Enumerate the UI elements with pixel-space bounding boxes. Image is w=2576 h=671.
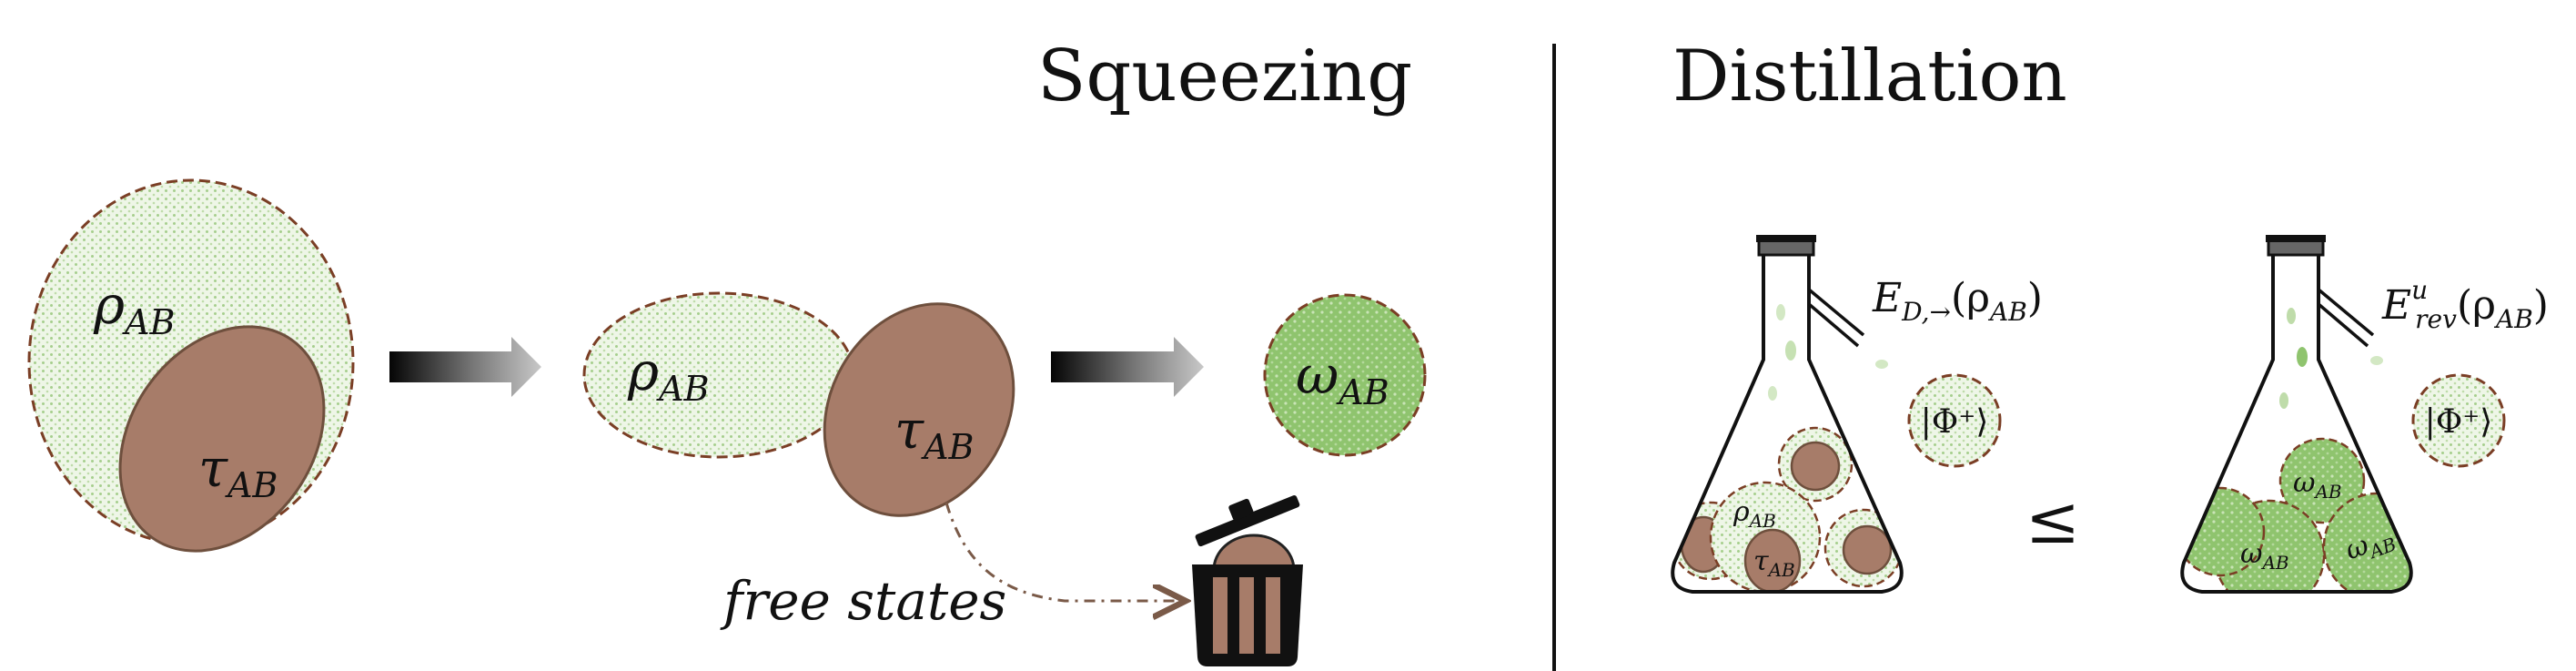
leq-sign: ≤ (2025, 482, 2080, 558)
rho-label-medium: ρAB (627, 341, 709, 409)
tau-ellipse-medium (823, 302, 1015, 517)
tau-ellipse-large (118, 325, 326, 553)
trash-can-icon (1192, 494, 1303, 666)
free-states-label: free states (720, 570, 1006, 632)
flask-right-omega-state (2278, 437, 2366, 524)
phi-state-right (2411, 373, 2506, 468)
arrow-right-1 (389, 337, 541, 397)
phi-state-left (1907, 373, 2002, 468)
distillation-title: Distillation (1672, 36, 2067, 117)
arrow-right-2 (1051, 337, 1204, 397)
tau-label-medium: τAB (894, 399, 974, 467)
rho-label-large: ρAB (93, 274, 175, 342)
omega-label: ωAB (1296, 344, 1389, 412)
free-states-arrow (945, 502, 1183, 601)
flask-left-state-inner (1842, 524, 1893, 575)
flask-left-rho-label: ρAB (1732, 496, 1776, 532)
squeezing-title: Squeezing (1037, 36, 1412, 117)
droplet (2370, 356, 2383, 365)
flask-left-tau-state (1743, 528, 1802, 592)
omega-circle (1263, 293, 1427, 457)
tau-label-large: τAB (198, 437, 278, 505)
flask-right-omega-label-top: ωAB (2293, 467, 2342, 503)
rho-ellipse-medium (582, 291, 855, 459)
flask-left-state-inner (1790, 441, 1841, 492)
flask-left-tau-label: τAB (1753, 545, 1795, 581)
phi-label-left: |Φ⁺⟩ (1921, 403, 1989, 441)
distillable-entanglement-label: ED,→(ρAB) (1872, 275, 2043, 327)
flask-right-omega-label-left: ωAB (2240, 538, 2289, 574)
phi-label-right: |Φ⁺⟩ (2425, 403, 2493, 441)
droplet (1875, 360, 1888, 369)
